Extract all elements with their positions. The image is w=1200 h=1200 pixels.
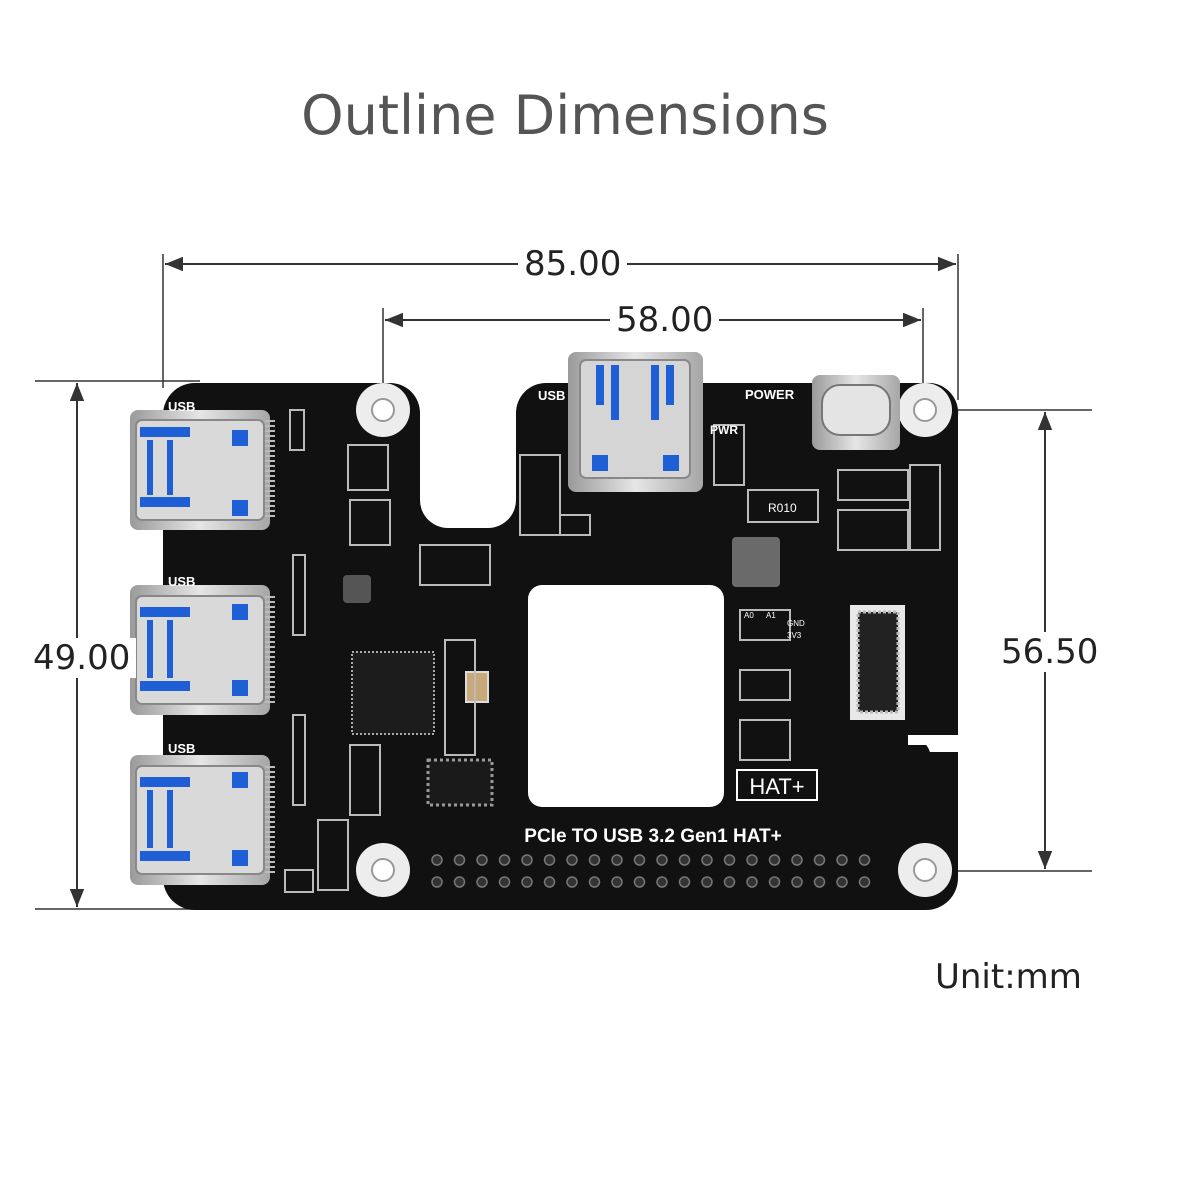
gpio-pin	[521, 876, 533, 888]
gpio-pin	[656, 854, 668, 866]
usb-label-top: USB	[538, 388, 565, 403]
unit-note: Unit:mm	[935, 957, 1082, 997]
flash-chip	[426, 758, 494, 807]
gpio-pin	[431, 854, 443, 866]
mounting-holes	[356, 383, 952, 897]
gpio-pin	[723, 876, 736, 888]
board-name: PCIe TO USB 3.2 Gen1 HAT+	[524, 826, 781, 847]
extension-lines	[35, 254, 1092, 910]
inductor-small	[343, 575, 371, 603]
gpio-pin	[791, 876, 803, 888]
controller-chip	[351, 651, 435, 735]
page-title: Outline Dimensions	[301, 84, 829, 147]
usb-port-1	[130, 410, 275, 530]
gpio-pin	[431, 876, 443, 888]
gpio-pin	[656, 876, 668, 888]
gpio-pin	[633, 854, 646, 866]
dim-label-overall-height: 49.00	[27, 638, 137, 678]
dim-label-hole-spacing-x: 58.00	[610, 300, 720, 340]
power-label: POWER	[745, 387, 795, 402]
gpio-pin	[566, 876, 578, 888]
gpio-pin	[723, 854, 736, 866]
resistor-label: R010	[768, 501, 797, 515]
gpio-pin	[858, 876, 871, 888]
gpio-pin	[678, 854, 691, 866]
gpio-pin	[588, 854, 601, 866]
gpio-pin	[746, 876, 758, 888]
gpio-pin	[543, 876, 556, 888]
gpio-pin	[858, 854, 871, 866]
gpio-pin	[611, 876, 623, 888]
pin-label-a1: A1	[766, 611, 776, 620]
gpio-pin	[498, 876, 511, 888]
gpio-pin	[836, 876, 848, 888]
inductor	[732, 537, 780, 587]
gpio-pin	[701, 876, 713, 888]
gpio-pin	[746, 854, 758, 866]
gpio-pin	[768, 854, 781, 866]
gpio-pin	[633, 876, 646, 888]
gpio-pin	[836, 854, 848, 866]
gpio-pin	[476, 876, 488, 888]
gpio-pin	[813, 854, 826, 866]
board-cutout	[528, 585, 724, 807]
gpio-pin	[498, 854, 511, 866]
usb-label-1: USB	[168, 399, 195, 414]
gpio-pin	[453, 876, 466, 888]
gpio-pin	[791, 854, 803, 866]
pin-label-gnd: GND	[787, 619, 805, 628]
dim-label-hole-spacing-y: 56.50	[995, 632, 1105, 672]
usb-port-top	[568, 352, 703, 492]
gpio-pin	[566, 854, 578, 866]
pin-label-3v3: 3V3	[787, 631, 802, 640]
usb-c-connector	[812, 375, 900, 450]
gpio-pin	[678, 876, 691, 888]
gpio-pin	[701, 854, 713, 866]
hat-badge: HAT+	[749, 774, 804, 799]
gpio-pin	[588, 876, 601, 888]
gpio-pin	[543, 854, 556, 866]
usb-port-2	[130, 585, 275, 715]
pwr-led-label: PWR	[710, 423, 738, 437]
passive-components	[284, 409, 941, 893]
gpio-pin	[521, 854, 533, 866]
usb-label-3: USB	[168, 741, 195, 756]
gpio-pin	[768, 876, 781, 888]
fpc-connector	[850, 605, 905, 720]
usb-label-2: USB	[168, 574, 195, 589]
gpio-pin	[611, 854, 623, 866]
pin-label-a0: A0	[744, 611, 754, 620]
gpio-header	[431, 854, 871, 888]
gpio-pin	[453, 854, 466, 866]
crystal	[465, 671, 489, 703]
hat-badge-frame	[736, 769, 818, 801]
usb-port-3	[130, 755, 275, 885]
gpio-pin	[813, 876, 826, 888]
dim-label-overall-width: 85.00	[518, 244, 628, 284]
gpio-pin	[476, 854, 488, 866]
